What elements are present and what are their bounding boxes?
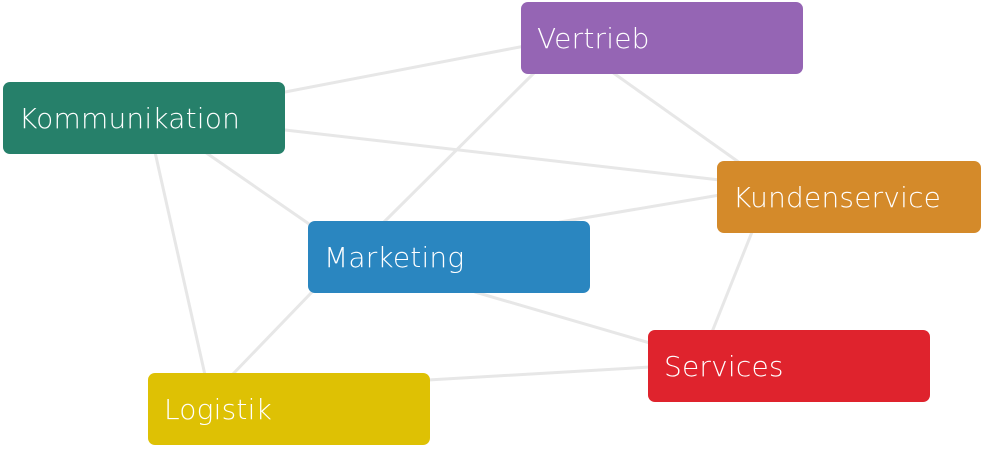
node-label: Marketing <box>324 240 465 274</box>
node-kommunikation[interactable]: Kommunikation <box>3 82 285 154</box>
edge-vertrieb-kundenservice <box>610 70 742 165</box>
node-label: Kommunikation <box>19 101 241 135</box>
node-vertrieb[interactable]: Vertrieb <box>521 2 803 74</box>
node-marketing[interactable]: Marketing <box>308 221 590 293</box>
edge-marketing-logistik <box>230 290 314 377</box>
edge-marketing-services <box>473 290 652 345</box>
node-logistik[interactable]: Logistik <box>148 373 430 445</box>
edge-kommunikation-marketing <box>203 150 314 228</box>
node-label: Logistik <box>164 392 272 426</box>
edge-marketing-kundenservice <box>558 193 722 224</box>
edge-kundenservice-services <box>710 230 754 334</box>
node-services[interactable]: Services <box>648 330 930 402</box>
node-kundenservice[interactable]: Kundenservice <box>717 161 981 233</box>
edge-kommunikation-vertrieb <box>283 44 527 94</box>
node-label: Vertrieb <box>537 21 650 55</box>
edge-vertrieb-marketing <box>381 70 537 225</box>
edge-kommunikation-kundenservice <box>283 128 722 182</box>
node-label: Kundenservice <box>733 180 942 214</box>
edge-services-logistik <box>426 365 652 382</box>
edge-kommunikation-logistik <box>153 150 207 377</box>
node-label: Services <box>664 349 784 383</box>
